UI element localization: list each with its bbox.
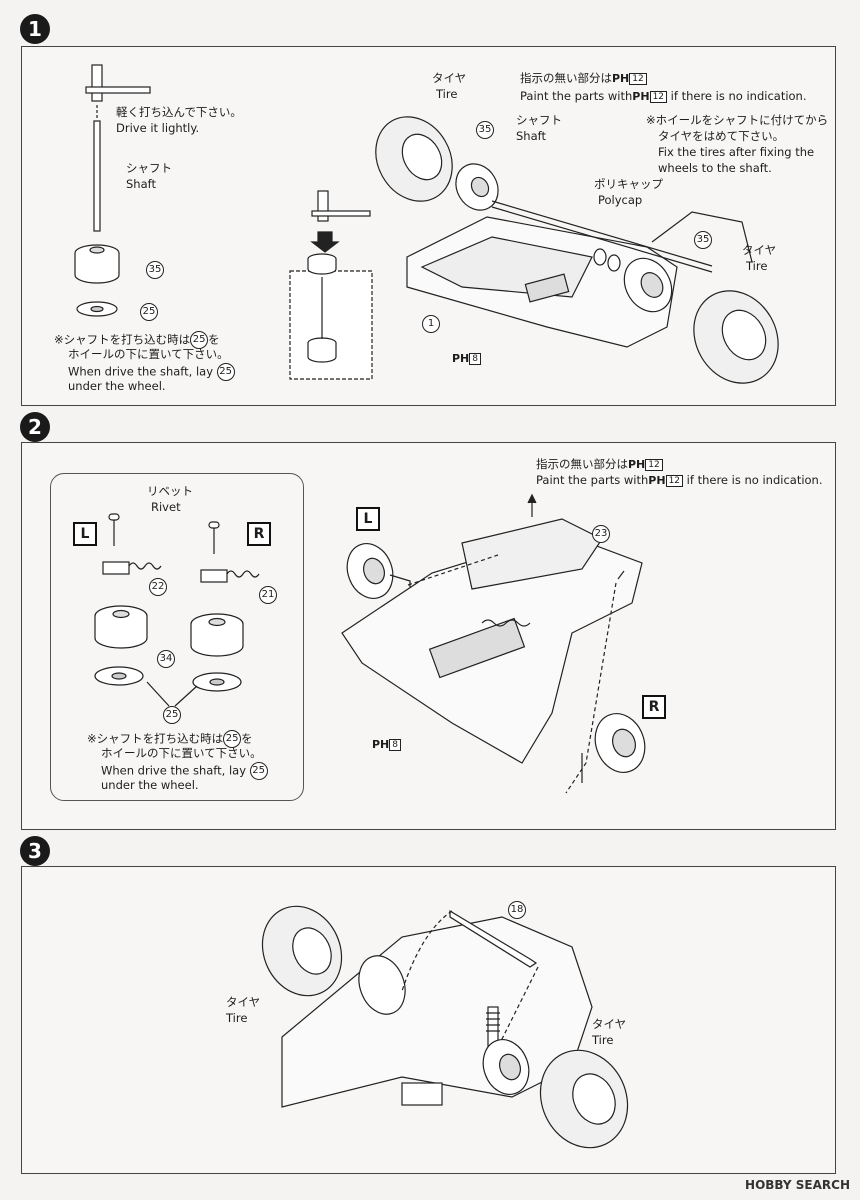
shaft-label-en: Shaft: [126, 177, 156, 191]
step-3-panel: 18 タイヤ Tire タイヤ Tire: [21, 866, 836, 1174]
drive-lightly-jp: 軽く打ち込んで下さい。: [116, 105, 242, 119]
fix-note-jp-2: タイヤをはめて下さい。: [658, 129, 785, 143]
chassis-left-marker: L: [356, 507, 380, 531]
part-34-callout: 34: [157, 650, 175, 668]
tire-label-en-3l: Tire: [226, 1011, 248, 1025]
polycap-label-jp: ポリキャップ: [594, 177, 663, 191]
step1-note-jp-2: ホイールの下に置いて下さい。: [68, 347, 229, 361]
step1-note-en-1: When drive the shaft, lay 25: [68, 363, 235, 381]
part-22-callout: 22: [149, 578, 167, 596]
shaft-label-jp-2: シャフト: [516, 113, 562, 127]
part-18-callout: 18: [508, 901, 526, 919]
step-1-illustration: [74, 64, 779, 384]
watermark-logo: HOBBY SEARCH: [745, 1178, 850, 1192]
part-1-callout: 1: [422, 315, 440, 333]
tire-label-jp-3r: タイヤ: [592, 1017, 627, 1031]
step-3-illustration: [261, 905, 629, 1149]
step1-note-en-2: under the wheel.: [68, 379, 166, 393]
part-25-callout: 25: [140, 303, 158, 321]
step2-note-en-2: under the wheel.: [101, 778, 199, 792]
tire-label-jp-3l: タイヤ: [226, 995, 261, 1009]
tire-label-en: Tire: [436, 87, 458, 101]
part-35-left-callout: 35: [476, 121, 494, 139]
part-35-right-callout: 35: [694, 231, 712, 249]
left-side-marker: L: [73, 522, 97, 546]
polycap-label-en: Polycap: [598, 193, 643, 207]
tire-label-jp-right: タイヤ: [742, 243, 777, 257]
right-side-marker: R: [247, 522, 271, 546]
part-21-callout: 21: [259, 586, 277, 604]
part-23-callout: 23: [592, 525, 610, 543]
tire-label-jp: タイヤ: [432, 71, 467, 85]
fix-note-en-2: wheels to the shaft.: [658, 161, 772, 175]
step-2-badge: 2: [20, 412, 50, 442]
step2-note-jp-2: ホイールの下に置いて下さい。: [101, 746, 262, 760]
shaft-label-jp: シャフト: [126, 161, 172, 175]
hub-assembly-illustration: [94, 513, 260, 707]
fix-note-jp-1: ※ホイールをシャフトに付けてから: [646, 113, 829, 127]
shaft-label-en-2: Shaft: [516, 129, 546, 143]
fix-note-en-1: Fix the tires after fixing the: [658, 145, 815, 159]
step-1-panel: 軽く打ち込んで下さい。 Drive it lightly. シャフト Shaft…: [21, 46, 836, 406]
step-2-chassis-illustration: [341, 493, 646, 794]
drive-lightly-en: Drive it lightly.: [116, 121, 200, 135]
step-3-badge: 3: [20, 836, 50, 866]
step2-note-en-1: When drive the shaft, lay 25: [101, 762, 268, 780]
part-35-callout: 35: [146, 261, 164, 279]
rivet-label-jp: リベット: [147, 484, 193, 498]
step-1-badge: 1: [20, 14, 50, 44]
rivet-label-en: Rivet: [151, 500, 181, 514]
tire-label-en-3r: Tire: [592, 1033, 614, 1047]
part-25-callout-2: 25: [163, 706, 181, 724]
chassis-right-marker: R: [642, 695, 666, 719]
tire-label-en-right: Tire: [746, 259, 768, 273]
